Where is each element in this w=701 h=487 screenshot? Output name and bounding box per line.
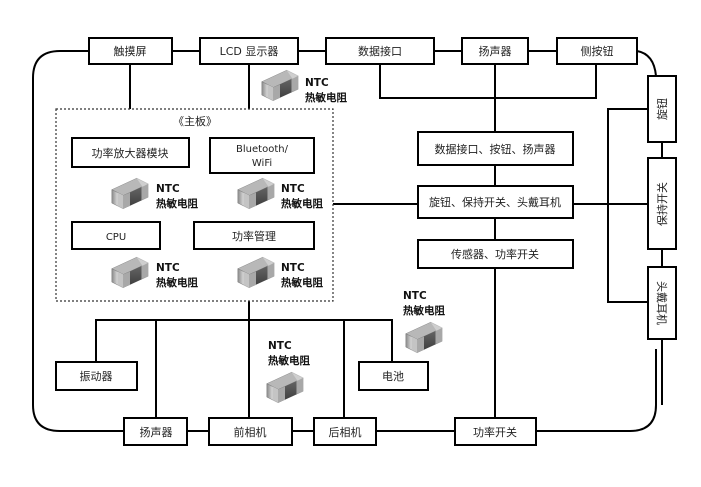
power-amp-box[interactable]: 功率放大器模块	[71, 137, 190, 168]
ntc-thermistor-bluetooth: NTC 热敏电阻	[237, 177, 323, 210]
thermistor-chip-icon	[266, 371, 304, 404]
rear-camera-box[interactable]: 后相机	[313, 417, 377, 446]
ntc-sublabel: 热敏电阻	[305, 91, 347, 104]
hub-knob-hold-headphone-box[interactable]: 旋钮、保持开关、头戴耳机	[417, 185, 574, 219]
headphone-box[interactable]: 头戴耳机	[647, 266, 677, 340]
ntc-label: NTC	[156, 262, 180, 274]
ntc-label: NTC	[305, 77, 329, 89]
battery-label: 电池	[382, 370, 404, 383]
ntc-label: NTC	[156, 183, 180, 195]
power-switch-label: 功率开关	[473, 425, 517, 439]
thermistor-chip-icon	[237, 177, 275, 210]
data-port-label: 数据接口	[358, 44, 402, 58]
rear-camera-label: 后相机	[329, 425, 362, 439]
wifi-label: WiFi	[252, 158, 272, 169]
speaker-top-box[interactable]: 扬声器	[461, 37, 529, 65]
knob-box-full[interactable]: 旋钮	[647, 75, 677, 143]
hub-sensor-power-box[interactable]: 传感器、功率开关	[417, 239, 574, 269]
hub2-label: 旋钮、保持开关、头戴耳机	[429, 195, 561, 209]
touchscreen-label: 触摸屏	[114, 44, 147, 58]
ntc-thermistor-camera: NTC 热敏电阻	[266, 340, 310, 404]
hub3-label: 传感器、功率开关	[451, 247, 539, 261]
mainboard-outline	[55, 108, 334, 302]
hold-switch-label: 保持开关	[655, 182, 669, 226]
ntc-sublabel: 热敏电阻	[156, 197, 198, 210]
ntc-sublabel: 热敏电阻	[281, 197, 323, 210]
speaker-bottom-label: 扬声器	[140, 425, 173, 439]
internal-wires	[95, 64, 648, 418]
front-camera-box[interactable]: 前相机	[208, 417, 293, 446]
ntc-label: NTC	[281, 183, 305, 195]
mainboard-title: 《主板》	[173, 114, 217, 128]
power-management-box[interactable]: 功率管理	[193, 221, 315, 250]
front-camera-label: 前相机	[234, 425, 267, 439]
ntc-thermistor-lcd: NTC 热敏电阻	[261, 69, 347, 104]
ntc-label: NTC	[268, 340, 292, 352]
thermistor-chip-icon	[237, 256, 275, 289]
side-button-box[interactable]: 侧按钮	[556, 37, 638, 65]
thermistor-chip-icon	[111, 177, 149, 210]
ntc-sublabel: 热敏电阻	[156, 276, 198, 289]
hub1-label: 数据接口、按钮、扬声器	[435, 142, 556, 156]
bluetooth-wifi-box[interactable]: Bluetooth/ WiFi	[209, 137, 315, 174]
ntc-thermistor-cpu: NTC 热敏电阻	[111, 256, 198, 289]
vibrator-label: 振动器	[80, 369, 113, 383]
touchscreen-box[interactable]: 触摸屏	[88, 37, 173, 65]
lcd-display-box[interactable]: LCD 显示器	[199, 37, 299, 65]
knob-label: 旋钮	[655, 98, 669, 120]
thermistor-chip-icon	[405, 321, 443, 354]
bluetooth-label: Bluetooth/	[236, 144, 289, 155]
speaker-top-label: 扬声器	[479, 44, 512, 58]
ntc-thermistor-power-amp: NTC 热敏电阻	[111, 177, 198, 210]
cpu-label: CPU	[106, 232, 126, 243]
thermistor-chip-icon	[261, 69, 299, 102]
lcd-display-label: LCD 显示器	[220, 45, 279, 58]
power-switch-box[interactable]: 功率开关	[454, 417, 537, 446]
hold-switch-box[interactable]: 保持开关	[647, 157, 677, 250]
ntc-label: NTC	[403, 290, 427, 302]
ntc-sublabel: 热敏电阻	[403, 304, 445, 317]
power-amp-label: 功率放大器模块	[92, 146, 169, 160]
hub-data-button-speaker-box[interactable]: 数据接口、按钮、扬声器	[417, 131, 574, 166]
data-port-box[interactable]: 数据接口	[325, 37, 435, 65]
outer-loop	[32, 50, 657, 432]
ntc-label: NTC	[281, 262, 305, 274]
cpu-box[interactable]: CPU	[71, 221, 161, 250]
headphone-label: 头戴耳机	[655, 281, 669, 325]
thermistor-chip-icon	[111, 256, 149, 289]
vibrator-box[interactable]: 振动器	[55, 361, 138, 391]
ntc-sublabel: 热敏电阻	[281, 276, 323, 289]
speaker-bottom-box[interactable]: 扬声器	[123, 417, 188, 446]
ntc-thermistor-battery: NTC 热敏电阻	[403, 290, 445, 354]
ntc-thermistor-power-mgmt: NTC 热敏电阻	[237, 256, 323, 289]
side-button-label: 侧按钮	[581, 44, 614, 58]
ntc-sublabel: 热敏电阻	[268, 354, 310, 367]
power-management-label: 功率管理	[232, 229, 276, 243]
battery-box[interactable]: 电池	[358, 361, 429, 391]
